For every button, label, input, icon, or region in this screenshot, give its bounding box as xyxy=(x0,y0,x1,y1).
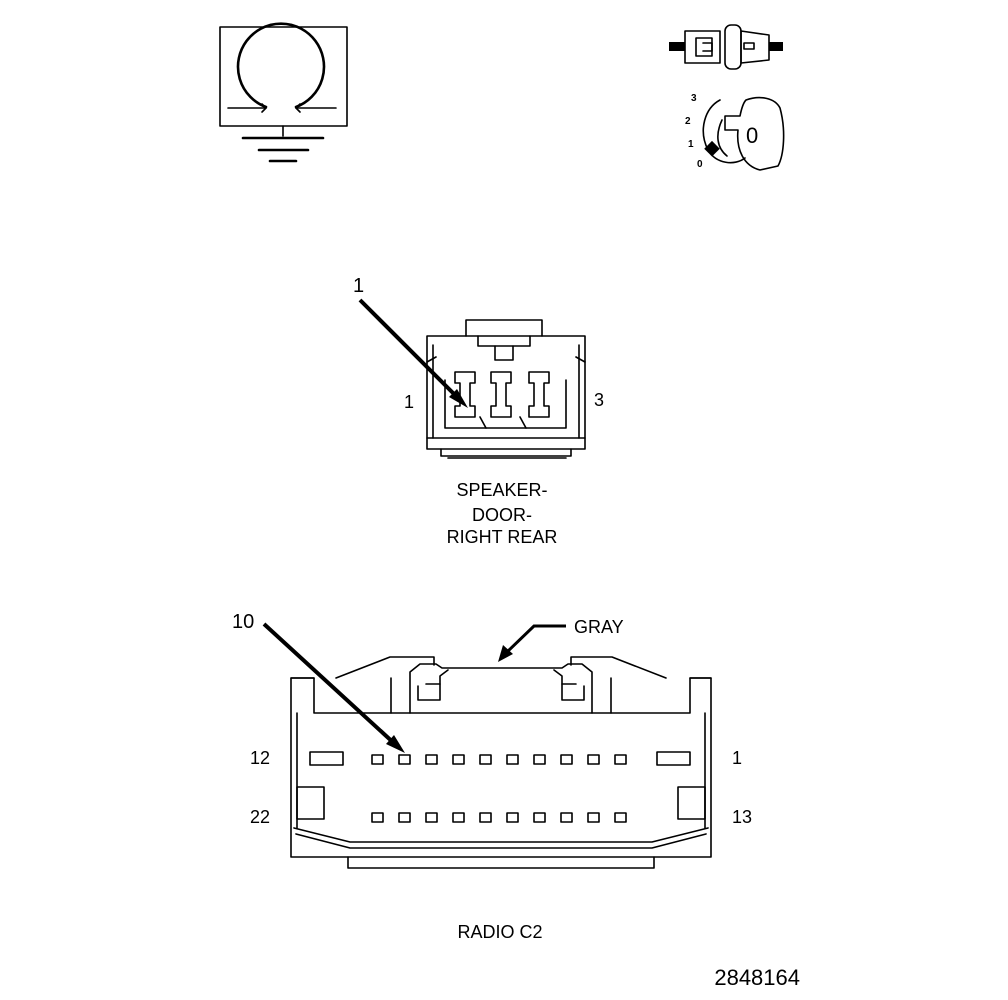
radio-pin-12-label: 12 xyxy=(250,748,270,768)
gray-color-arrow xyxy=(498,624,566,662)
ignition-position-0: 0 xyxy=(697,159,703,170)
speaker-title-line-2: DOOR- xyxy=(472,505,532,525)
radio-pin-13-label: 13 xyxy=(732,807,752,827)
speaker-callout-number: 1 xyxy=(353,275,364,297)
speaker-title-line-1: SPEAKER- xyxy=(456,480,547,500)
speaker-pin-3-label: 3 xyxy=(594,390,604,410)
speaker-connector-drawing xyxy=(426,319,586,459)
radio-callout-arrow xyxy=(262,622,405,753)
radio-color-label: GRAY xyxy=(574,617,624,637)
speaker-title-line-3: RIGHT REAR xyxy=(447,527,558,547)
radio-pin-22-label: 22 xyxy=(250,807,270,827)
ignition-position-1: 1 xyxy=(688,139,694,150)
figure-id: 2848164 xyxy=(714,965,800,990)
radio-callout-number: 10 xyxy=(232,611,254,633)
ground-loop-icon xyxy=(219,22,348,163)
radio-pin-1-label: 1 xyxy=(732,748,742,768)
ignition-key-label: 0 xyxy=(746,123,758,148)
radio-connector-drawing xyxy=(290,656,712,869)
ignition-key-icon xyxy=(669,24,785,171)
speaker-pin-1-label: 1 xyxy=(404,392,414,412)
ignition-position-3: 3 xyxy=(691,93,697,104)
radio-title: RADIO C2 xyxy=(457,922,542,942)
ignition-position-2: 2 xyxy=(685,116,691,127)
speaker-callout-arrow xyxy=(358,298,468,408)
